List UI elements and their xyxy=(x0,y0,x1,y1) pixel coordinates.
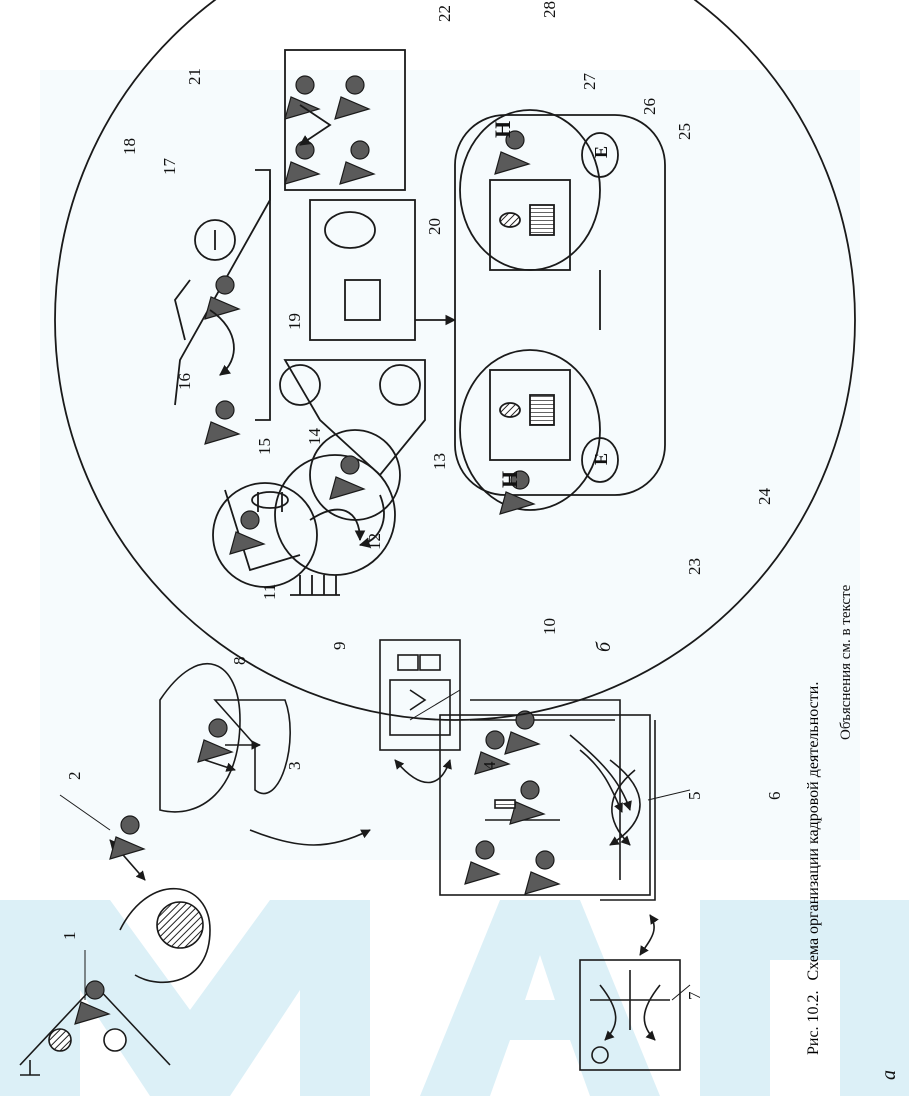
label-16: 16 xyxy=(175,373,194,390)
label-20: 20 xyxy=(425,218,444,235)
label-15: 15 xyxy=(255,438,274,455)
label-22: 22 xyxy=(435,5,454,22)
label-5: 5 xyxy=(685,792,704,801)
letter-h-bottom: Н xyxy=(497,471,522,488)
label-13: 13 xyxy=(430,453,449,470)
caption-title: Схема организации кадровой деятельности. xyxy=(805,682,822,981)
label-23: 23 xyxy=(685,558,704,575)
label-4: 4 xyxy=(480,761,499,770)
label-7: 7 xyxy=(685,991,704,1000)
label-1: 1 xyxy=(60,932,79,941)
label-19: 19 xyxy=(285,313,304,330)
label-10: 10 xyxy=(540,618,559,635)
label-18: 18 xyxy=(120,138,139,155)
figure-caption: Рис. 10.2. Схема организации кадровой де… xyxy=(805,682,822,1055)
caption-lead: Рис. 10.2. xyxy=(805,990,822,1055)
label-24: 24 xyxy=(755,488,774,506)
label-9: 9 xyxy=(330,642,349,651)
label-12: 12 xyxy=(365,533,384,550)
letter-h-top: Н xyxy=(490,121,515,138)
label-17: 17 xyxy=(160,158,179,176)
label-8: 8 xyxy=(230,657,249,666)
label-3: 3 xyxy=(285,762,304,771)
label-14: 14 xyxy=(305,428,324,446)
letter-e-bottom: Е xyxy=(591,453,611,465)
label-2: 2 xyxy=(65,772,84,781)
label-28: 28 xyxy=(540,1,559,18)
label-11: 11 xyxy=(260,584,279,600)
letter-e-top: Е xyxy=(591,146,611,158)
caption-note: Объяснения см. в тексте xyxy=(838,584,854,740)
label-6: 6 xyxy=(765,792,784,801)
label-21: 21 xyxy=(185,68,204,85)
part-label-b: б xyxy=(593,641,615,652)
label-27: 27 xyxy=(580,73,599,91)
part-label-a: а xyxy=(878,1070,900,1080)
label-26: 26 xyxy=(640,98,659,115)
label-25: 25 xyxy=(675,123,694,140)
